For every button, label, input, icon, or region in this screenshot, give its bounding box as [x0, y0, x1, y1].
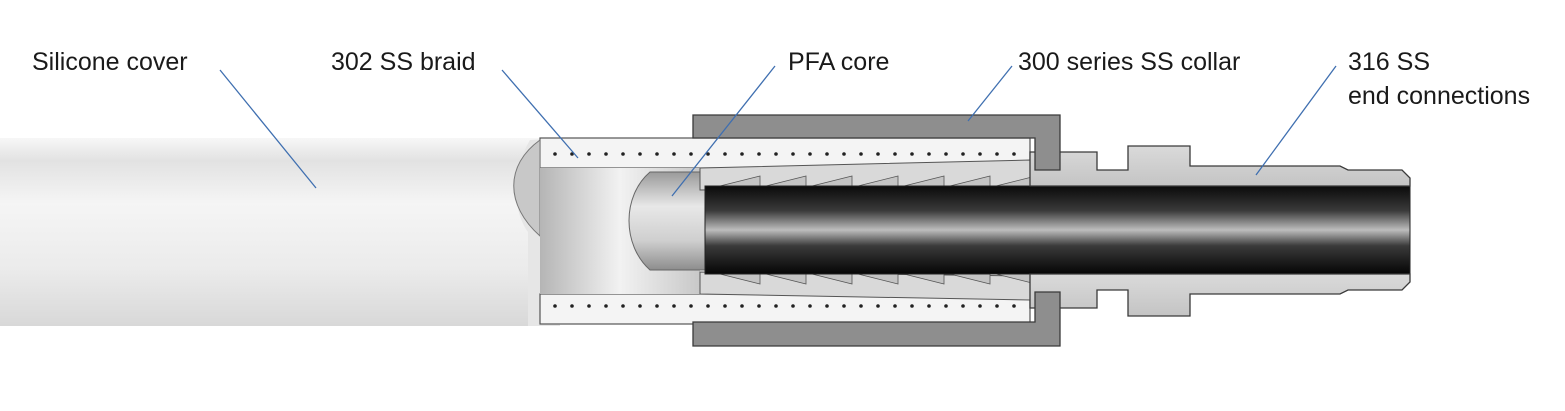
braid-dot [740, 304, 744, 308]
braid-dot [876, 152, 880, 156]
braid-dot [808, 152, 812, 156]
pfa-core-bore [704, 185, 1411, 275]
braid-dot [961, 152, 965, 156]
braid-dot [689, 152, 693, 156]
label-braid: 302 SS braid [331, 48, 476, 76]
braid-dots-bottom [553, 304, 1016, 308]
braid-dot [825, 304, 829, 308]
braid-dot [757, 152, 761, 156]
braid-dot [859, 152, 863, 156]
braid-dot [757, 304, 761, 308]
braid-dot [587, 304, 591, 308]
leader-silicone-cover [219, 69, 317, 189]
braid-dot [638, 304, 642, 308]
braid-dot [621, 304, 625, 308]
braid-dot [944, 152, 948, 156]
leader-braid [501, 69, 579, 159]
braid-dot [791, 304, 795, 308]
braid-dot [825, 152, 829, 156]
braid-dot [638, 152, 642, 156]
braid-dot [570, 304, 574, 308]
label-collar: 300 series SS collar [1018, 48, 1241, 76]
braid-dots-top [553, 152, 1016, 156]
cover-cut-edge [513, 139, 541, 238]
silicone-cover [0, 138, 560, 326]
leader-end-connections [1255, 65, 1337, 176]
braid-dot [995, 304, 999, 308]
braid-dot [859, 304, 863, 308]
braid-dot [1012, 304, 1016, 308]
braid-dot [910, 304, 914, 308]
leader-collar [967, 65, 1013, 122]
braid-dot [706, 152, 710, 156]
label-end-connections: 316 SS end connections [1348, 45, 1530, 113]
braid-dot [791, 152, 795, 156]
braid-dot [893, 304, 897, 308]
ptfe-tube-body [540, 168, 706, 294]
leader-lines [219, 65, 1337, 197]
braid-dot [723, 304, 727, 308]
braid-dot [655, 152, 659, 156]
fitting-sleeve [699, 159, 1037, 301]
braid-dot [1012, 152, 1016, 156]
braid-dot [587, 152, 591, 156]
braid-dot [927, 304, 931, 308]
braid-dot [893, 152, 897, 156]
braid-dot [672, 304, 676, 308]
braid-dot [723, 152, 727, 156]
braid-dot [927, 152, 931, 156]
braid-dot [604, 152, 608, 156]
braid-dot [978, 304, 982, 308]
braid-dot [570, 152, 574, 156]
braid-dot [774, 304, 778, 308]
label-pfa-core: PFA core [788, 48, 890, 76]
braid-dot [672, 152, 676, 156]
braid-dot [604, 304, 608, 308]
braid-dot [978, 152, 982, 156]
braid-dot [706, 304, 710, 308]
braid-dot [689, 304, 693, 308]
braid-dot [944, 304, 948, 308]
braid-dot [995, 152, 999, 156]
ss-collar [692, 114, 1061, 347]
braid-dot [553, 152, 557, 156]
braid-dot [842, 152, 846, 156]
braid-dot [808, 304, 812, 308]
label-silicone-cover: Silicone cover [32, 48, 188, 76]
label-end-connections-line2: end connections [1348, 82, 1531, 110]
braid-dot [961, 304, 965, 308]
leader-pfa-core [671, 65, 776, 197]
braid-dot [910, 152, 914, 156]
braid-dot [621, 152, 625, 156]
braid-dot [553, 304, 557, 308]
label-end-connections-line1: 316 SS [1348, 48, 1431, 76]
braid-dot [740, 152, 744, 156]
braid-dot [774, 152, 778, 156]
braid-dot [655, 304, 659, 308]
braid-dot [842, 304, 846, 308]
braid-dot [876, 304, 880, 308]
end-connection-fitting [1029, 145, 1411, 317]
